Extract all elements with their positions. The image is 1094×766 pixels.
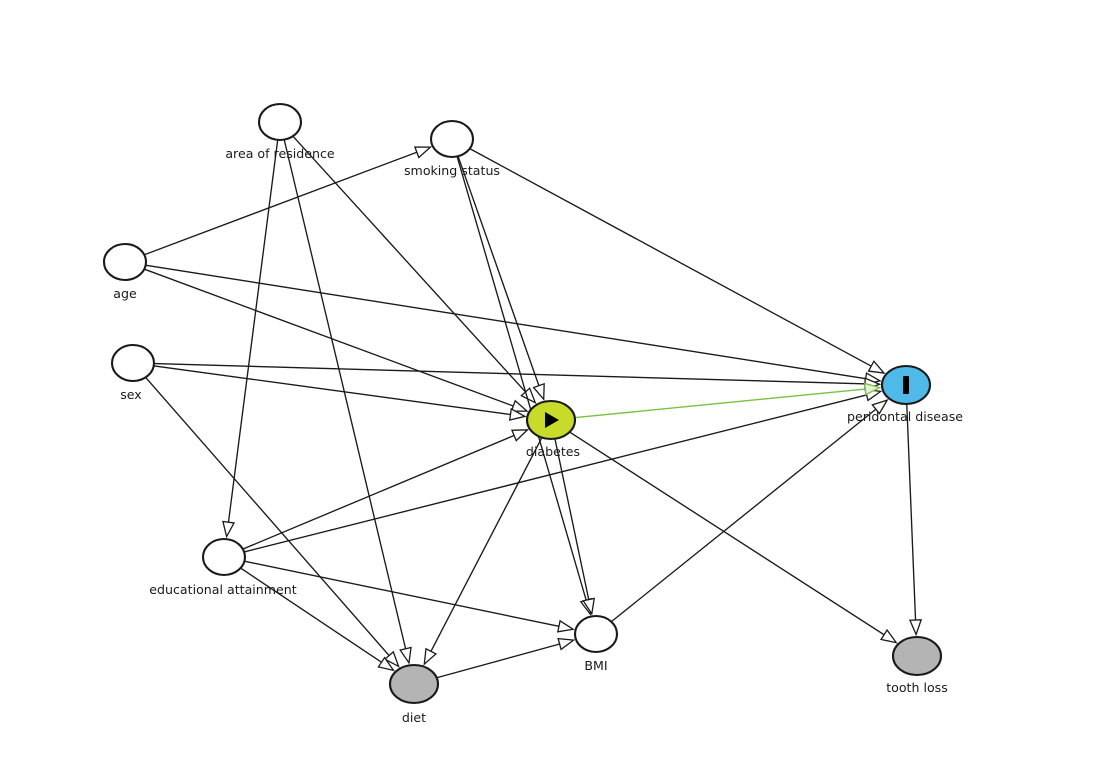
edge-line <box>243 433 517 550</box>
edge-diabetes-to-bmi[interactable] <box>554 439 596 616</box>
node-label: BMI <box>584 658 607 673</box>
edge-layer <box>144 136 923 679</box>
edge-line <box>154 362 868 385</box>
node-diet[interactable]: diet <box>388 663 440 725</box>
arrow-head-icon <box>383 650 400 668</box>
node-shape-plain[interactable] <box>110 343 156 383</box>
exposure-triangle-icon <box>545 412 559 428</box>
node-label: area of residence <box>225 146 335 161</box>
arrow-head-icon <box>423 647 438 666</box>
edge-age-to-smoking_status[interactable] <box>144 146 433 256</box>
node-label: smoking status <box>404 163 500 178</box>
node-area_of_residence[interactable]: area of residence <box>225 102 335 161</box>
arrow-head-icon <box>413 146 433 159</box>
outcome-bar-icon <box>903 376 909 394</box>
edge-educational_attainment-to-bmi[interactable] <box>244 560 575 633</box>
arrow-head-icon <box>863 382 882 396</box>
node-age[interactable]: age <box>102 242 148 301</box>
node-shape-adjusted[interactable] <box>388 663 440 705</box>
edge-line <box>244 560 562 628</box>
arrow-head-icon <box>908 619 923 637</box>
arrow-head-icon <box>510 429 530 442</box>
node-layer: area of residence smoking status age sex edu… <box>102 102 963 725</box>
node-label: peridontal disease <box>847 409 963 424</box>
node-bmi[interactable]: BMI <box>573 614 619 673</box>
node-smoking_status[interactable]: smoking status <box>404 119 500 178</box>
edge-smoking_status-to-peridontal_disease[interactable] <box>469 148 886 374</box>
edge-line <box>469 148 874 368</box>
node-label: diabetes <box>526 444 580 459</box>
arrow-head-icon <box>556 619 575 633</box>
edge-line <box>456 156 588 603</box>
edge-line <box>436 642 563 679</box>
edge-sex-to-diabetes[interactable] <box>154 365 527 421</box>
edge-line <box>144 268 516 408</box>
edge-line <box>569 431 887 637</box>
edge-area_of_residence-to-educational_attainment[interactable] <box>222 140 279 539</box>
edge-smoking_status-to-diabetes[interactable] <box>457 156 545 402</box>
edge-line <box>457 156 541 389</box>
edge-diabetes-to-diet[interactable] <box>423 437 543 666</box>
node-tooth_loss[interactable]: tooth loss <box>886 635 948 695</box>
node-label: tooth loss <box>886 680 948 695</box>
node-peridontal_disease[interactable]: peridontal disease <box>847 364 963 424</box>
node-shape-adjusted[interactable] <box>891 635 943 677</box>
arrow-head-icon <box>557 637 576 651</box>
edge-line <box>145 377 392 658</box>
edge-area_of_residence-to-diet[interactable] <box>283 139 412 665</box>
edge-line <box>240 567 384 665</box>
node-label: age <box>113 286 137 301</box>
node-shape-plain[interactable] <box>429 119 475 159</box>
node-shape-plain[interactable] <box>201 537 247 577</box>
edge-diet-to-bmi[interactable] <box>436 637 576 679</box>
edge-age-to-diabetes[interactable] <box>144 268 529 412</box>
edge-line <box>283 139 407 652</box>
arrow-head-icon <box>532 382 545 402</box>
edge-line <box>292 136 528 395</box>
edge-educational_attainment-to-diet[interactable] <box>240 567 396 672</box>
arrow-head-icon <box>879 628 898 644</box>
arrow-head-icon <box>871 399 889 415</box>
edge-diabetes-to-peridontal_disease[interactable] <box>575 382 882 419</box>
edge-educational_attainment-to-diabetes[interactable] <box>243 429 530 550</box>
arrow-head-icon <box>377 656 396 672</box>
edge-diabetes-to-tooth_loss[interactable] <box>569 431 898 644</box>
edge-line <box>611 407 879 622</box>
edge-line <box>429 437 543 654</box>
node-shape-plain[interactable] <box>573 614 619 654</box>
node-sex[interactable]: sex <box>110 343 156 402</box>
node-diabetes[interactable]: diabetes <box>526 399 580 459</box>
arrow-head-icon <box>508 407 527 421</box>
edge-line <box>154 365 514 416</box>
edge-line <box>227 140 279 525</box>
arrow-head-icon <box>582 597 596 616</box>
edge-sex-to-diet[interactable] <box>145 377 400 668</box>
arrow-head-icon <box>510 399 529 412</box>
edge-peridontal_disease-to-tooth_loss[interactable] <box>906 404 923 637</box>
edge-line <box>146 264 869 380</box>
node-label: educational attainment <box>149 582 296 597</box>
edge-line <box>144 150 420 256</box>
node-label: sex <box>120 387 142 402</box>
arrow-head-icon <box>867 360 886 374</box>
edge-line <box>244 393 870 553</box>
node-shape-plain[interactable] <box>257 102 303 142</box>
edge-line <box>554 439 590 603</box>
edge-line <box>906 404 917 623</box>
edge-line <box>575 388 868 419</box>
node-shape-plain[interactable] <box>102 242 148 282</box>
node-educational_attainment[interactable]: educational attainment <box>149 537 297 597</box>
edge-bmi-to-peridontal_disease[interactable] <box>611 399 889 622</box>
node-label: diet <box>402 710 426 725</box>
arrow-head-icon <box>222 520 236 539</box>
arrow-head-icon <box>399 646 412 665</box>
